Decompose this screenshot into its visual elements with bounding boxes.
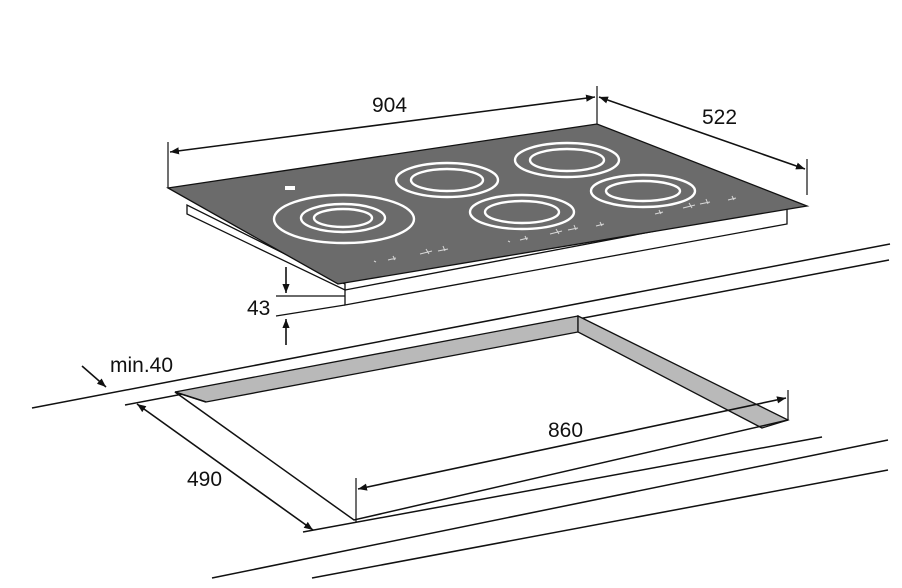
cutout-width-arrow — [357, 396, 787, 491]
cutout-back-wall — [174, 315, 579, 403]
depth-label: 522 — [702, 106, 737, 129]
countertop-back-edge — [31, 243, 891, 409]
depth-arrow — [598, 96, 806, 170]
burner-front-center — [468, 193, 576, 231]
burner-front-right — [589, 173, 697, 209]
countertop-front-lower — [211, 439, 889, 579]
countertop-front-bottom — [311, 469, 889, 579]
burner-back-left — [394, 161, 500, 199]
width-arrow — [169, 94, 596, 155]
cutout — [174, 314, 790, 521]
touch-controls — [373, 195, 737, 263]
cutout-depth-label: 490 — [187, 468, 222, 491]
cutout-width-label: 860 — [548, 419, 583, 442]
min-clearance-label: min.40 — [110, 354, 173, 377]
cutout-outline — [174, 391, 789, 521]
height-label: 43 — [247, 297, 270, 320]
indicator-light — [285, 186, 295, 190]
dimension-cutout-width: 860 — [355, 390, 789, 522]
cutout-depth-arrow — [136, 403, 314, 531]
dimension-cutout-depth: 490 — [136, 403, 314, 531]
dimension-width: 904 — [167, 86, 598, 188]
min-clearance-arrow — [81, 365, 107, 388]
cutout-right-wall — [577, 314, 790, 429]
dimension-height: 43 — [247, 267, 346, 345]
width-label: 904 — [372, 94, 407, 117]
dimension-min-clearance: min.40 — [81, 354, 173, 388]
burner-front-left — [272, 193, 416, 245]
dimension-depth: 522 — [598, 96, 808, 195]
hob-glass-top — [166, 123, 810, 285]
